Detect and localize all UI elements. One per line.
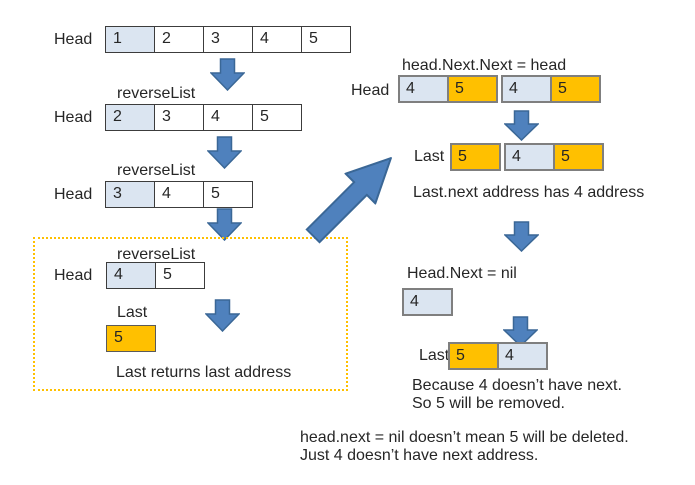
list-cell: 5 [553, 143, 604, 171]
list-cell: 4 [504, 143, 555, 171]
head-pointer-label: Head [54, 267, 93, 284]
list-cell: 5 [450, 143, 501, 171]
statement-head-next-next: head.Next.Next = head [402, 57, 567, 74]
last-node-cell: 5 [106, 325, 156, 352]
list-cell: 4 [398, 75, 449, 103]
linked-list-step4: 4 5 [106, 262, 205, 289]
caption-because-no-next: Because 4 doesn’t have next. [412, 377, 622, 394]
diagonal-arrow-icon [297, 142, 407, 252]
head-pointer-label: Head [54, 31, 93, 48]
list-cell: 4 [203, 104, 253, 131]
head-pointer-label: Head [351, 82, 390, 99]
caption-last-returns-address: Last returns last address [116, 364, 292, 381]
down-arrow-icon [207, 136, 242, 169]
linked-list-step2: 2 3 4 5 [105, 104, 302, 131]
linked-list-right-step2: 5 4 5 [450, 143, 604, 171]
down-arrow-icon [210, 58, 245, 91]
list-cell: 4 [252, 26, 302, 53]
reverselist-title: reverseList [117, 246, 196, 263]
last-pointer-label: Last [117, 304, 148, 321]
down-arrow-icon [503, 316, 538, 347]
list-cell: 5 [155, 262, 205, 289]
linked-list-step1: 1 2 3 4 5 [105, 26, 351, 53]
list-cell: 1 [105, 26, 155, 53]
list-cell: 2 [154, 26, 204, 53]
list-cell: 4 [154, 181, 204, 208]
list-cell: 3 [105, 181, 155, 208]
single-node-cell: 4 [402, 288, 453, 316]
list-cell: 4 [501, 75, 552, 103]
list-cell: 5 [301, 26, 351, 53]
list-cell: 5 [252, 104, 302, 131]
linked-list-step3: 3 4 5 [105, 181, 253, 208]
footer-note-line2: Just 4 doesn’t have next address. [300, 447, 539, 464]
list-cell: 3 [154, 104, 204, 131]
list-cell: 4 [497, 342, 548, 370]
list-cell: 2 [105, 104, 155, 131]
down-arrow-icon [504, 221, 539, 252]
caption-5-removed: So 5 will be removed. [412, 395, 565, 412]
caption-last-next-has-4: Last.next address has 4 address [413, 184, 645, 201]
linked-list-right-step1: 4 5 4 5 [398, 75, 601, 103]
linked-list-right-step4: 5 4 [448, 342, 548, 370]
list-cell: 5 [203, 181, 253, 208]
highlight-dashed-box [33, 237, 348, 391]
last-pointer-label: Last [419, 347, 450, 364]
list-cell: 5 [550, 75, 601, 103]
reverselist-title: reverseList [117, 85, 196, 102]
list-cell: 4 [106, 262, 156, 289]
down-arrow-icon [207, 208, 242, 241]
statement-head-next-nil: Head.Next = nil [407, 265, 517, 282]
list-cell: 3 [203, 26, 253, 53]
down-arrow-icon [205, 299, 240, 332]
list-cell: 5 [447, 75, 498, 103]
footer-note-line1: head.next = nil doesn’t mean 5 will be d… [300, 429, 629, 446]
reverselist-title: reverseList [117, 162, 196, 179]
last-pointer-label: Last [414, 148, 445, 165]
head-pointer-label: Head [54, 109, 93, 126]
down-arrow-icon [504, 110, 539, 141]
head-pointer-label: Head [54, 186, 93, 203]
list-cell: 5 [448, 342, 499, 370]
